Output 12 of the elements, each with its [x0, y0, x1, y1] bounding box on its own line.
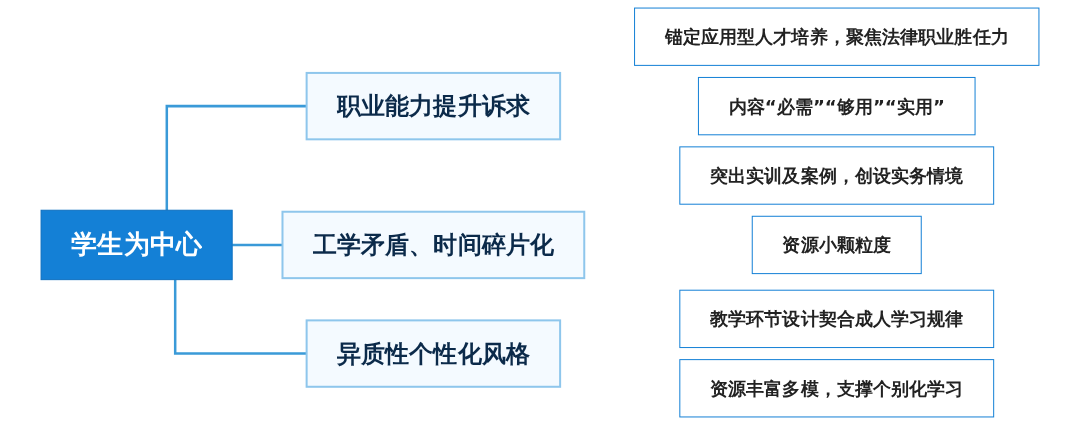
- node-box: 锚定应用型人才培养，聚焦法律职业胜任力: [634, 7, 1040, 66]
- node-box: 内容“必需”“够用”“实用”: [697, 76, 976, 136]
- node-box: 职业能力提升诉求: [305, 71, 562, 141]
- node-box: 学生为中心: [40, 209, 233, 281]
- node-box: 异质性个性化风格: [305, 319, 562, 388]
- node-box: 突出实训及案例，创设实务情境: [679, 146, 995, 205]
- node-box: 资源小颗粒度: [751, 215, 922, 275]
- node-box: 资源丰富多模，支撑个别化学习: [679, 359, 995, 418]
- node-box: 工学矛盾、时间碎片化: [281, 210, 586, 280]
- connector: [173, 279, 307, 355]
- node-box: 教学环节设计契合成人学习规律: [679, 289, 995, 349]
- connector: [165, 104, 307, 211]
